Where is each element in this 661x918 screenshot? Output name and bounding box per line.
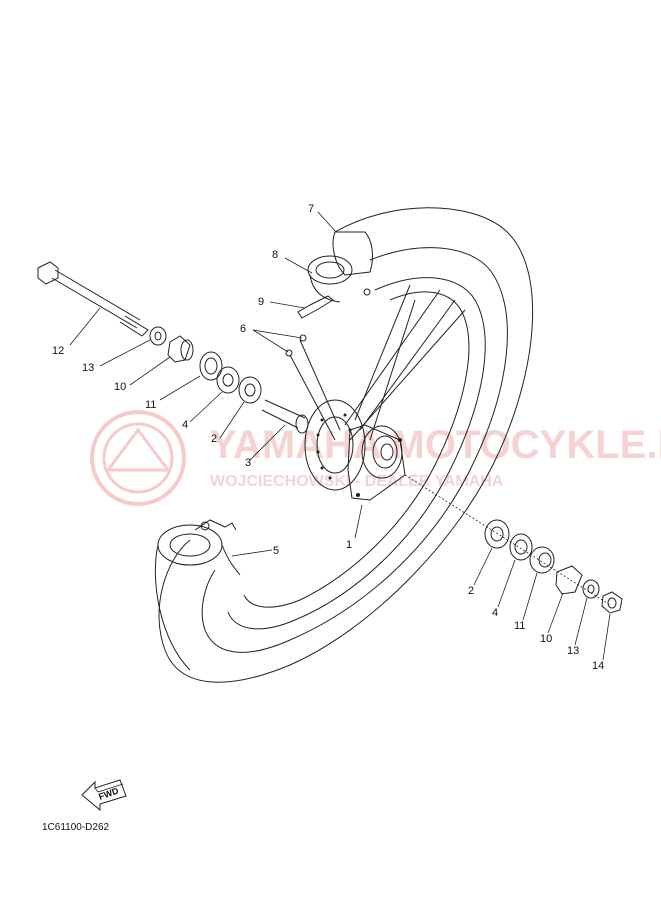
brake-disc bbox=[304, 399, 366, 491]
callout-5: 5 bbox=[273, 545, 279, 557]
spokes bbox=[285, 284, 466, 441]
callout-10-right: 10 bbox=[540, 633, 552, 645]
callout-4-left: 4 bbox=[182, 419, 188, 431]
callout-11-right: 11 bbox=[514, 620, 525, 632]
callout-8: 8 bbox=[272, 249, 278, 261]
callout-12: 12 bbox=[52, 345, 64, 357]
axle bbox=[37, 261, 149, 337]
callouts: 7 8 9 6 12 13 10 11 4 2 3 1 5 2 4 11 10 … bbox=[52, 203, 604, 672]
leader-lines bbox=[69, 211, 611, 661]
callout-3: 3 bbox=[245, 457, 251, 469]
callout-6: 6 bbox=[240, 323, 246, 335]
callout-2-left: 2 bbox=[211, 433, 217, 445]
watermark-brand: YAMAHA MOTOCYKLE.PL bbox=[210, 423, 661, 467]
callout-2-right: 2 bbox=[468, 585, 474, 597]
callout-1: 1 bbox=[346, 539, 352, 551]
tube-and-rim-band bbox=[297, 231, 373, 319]
callout-13-left: 13 bbox=[82, 362, 94, 374]
hub bbox=[347, 424, 406, 501]
callout-4-right: 4 bbox=[492, 607, 498, 619]
watermark-dealer: WOJCIECHOWSKI - DEALER YAMAHA bbox=[210, 473, 504, 490]
forward-arrow-icon: FWD bbox=[81, 779, 127, 812]
valve bbox=[194, 519, 237, 531]
callout-10-left: 10 bbox=[114, 381, 126, 393]
watermark-logo-ring bbox=[90, 410, 186, 506]
right-side-parts bbox=[404, 474, 623, 614]
watermark: YAMAHA MOTOCYKLE.PL WOJCIECHOWSKI - DEAL… bbox=[90, 410, 661, 506]
callout-11-left: 11 bbox=[145, 399, 156, 411]
callout-13-right: 13 bbox=[567, 645, 579, 657]
callout-7: 7 bbox=[308, 203, 314, 215]
diagram-code: 1C61100-D262 bbox=[42, 822, 110, 833]
tire-and-rim bbox=[154, 207, 533, 683]
callout-14: 14 bbox=[592, 660, 604, 672]
left-side-parts bbox=[149, 326, 309, 434]
callout-9: 9 bbox=[258, 296, 264, 308]
